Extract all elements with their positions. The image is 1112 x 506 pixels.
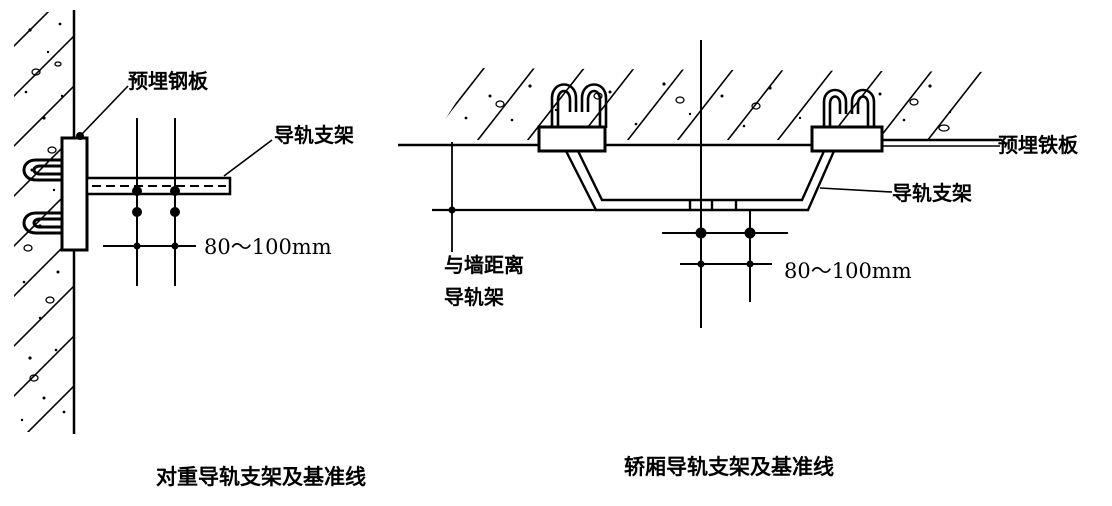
right-anchor-hooks-left: [550, 83, 608, 128]
caption-counterweight: 对重导轨支架及基准线: [156, 465, 366, 489]
caption-car: 轿厢导轨支架及基准线: [624, 455, 834, 479]
label-right-guide-bracket: 导轨支架: [892, 181, 972, 205]
left-guide-rail-bracket: [85, 176, 232, 196]
label-left-distance: 80～100mm: [204, 235, 332, 259]
right-anchor-hooks-right: [822, 88, 876, 128]
leader-embedded-plate: [81, 85, 129, 135]
left-counterweight-diagram: 预埋钢板 导轨支架 80～100mm 对重导轨支架及基准线: [14, 10, 366, 489]
label-wall-distance-line2: 导轨架: [444, 285, 504, 309]
left-anchor-bolts: [22, 158, 64, 235]
left-embedded-steel-plate: [60, 136, 89, 252]
label-embedded-iron-plate: 预埋铁板: [998, 133, 1079, 157]
wall-distance-point: [448, 206, 456, 214]
right-datum-points: [695, 227, 756, 268]
label-left-guide-bracket: 导轨支架: [274, 123, 354, 147]
right-datum-lines: [662, 40, 788, 328]
right-car-diagram: 预埋铁板 导轨支架 与墙距离 导轨架 80～100mm 轿厢导轨支架及基准线: [398, 40, 1079, 479]
ceiling-hatch: [432, 68, 1000, 140]
embedded-iron-plate-right: [810, 125, 884, 153]
leader-guide-bracket: [223, 139, 273, 177]
leader-right-guide-bracket: [819, 187, 893, 193]
left-datum-points: [132, 186, 180, 250]
left-datum-lines: [103, 118, 196, 286]
label-wall-distance-line1: 与墙距离: [444, 253, 524, 277]
label-embedded-steel-plate: 预埋钢板: [128, 69, 209, 93]
embedded-iron-plate-left: [537, 125, 607, 153]
label-right-distance: 80～100mm: [784, 259, 912, 283]
